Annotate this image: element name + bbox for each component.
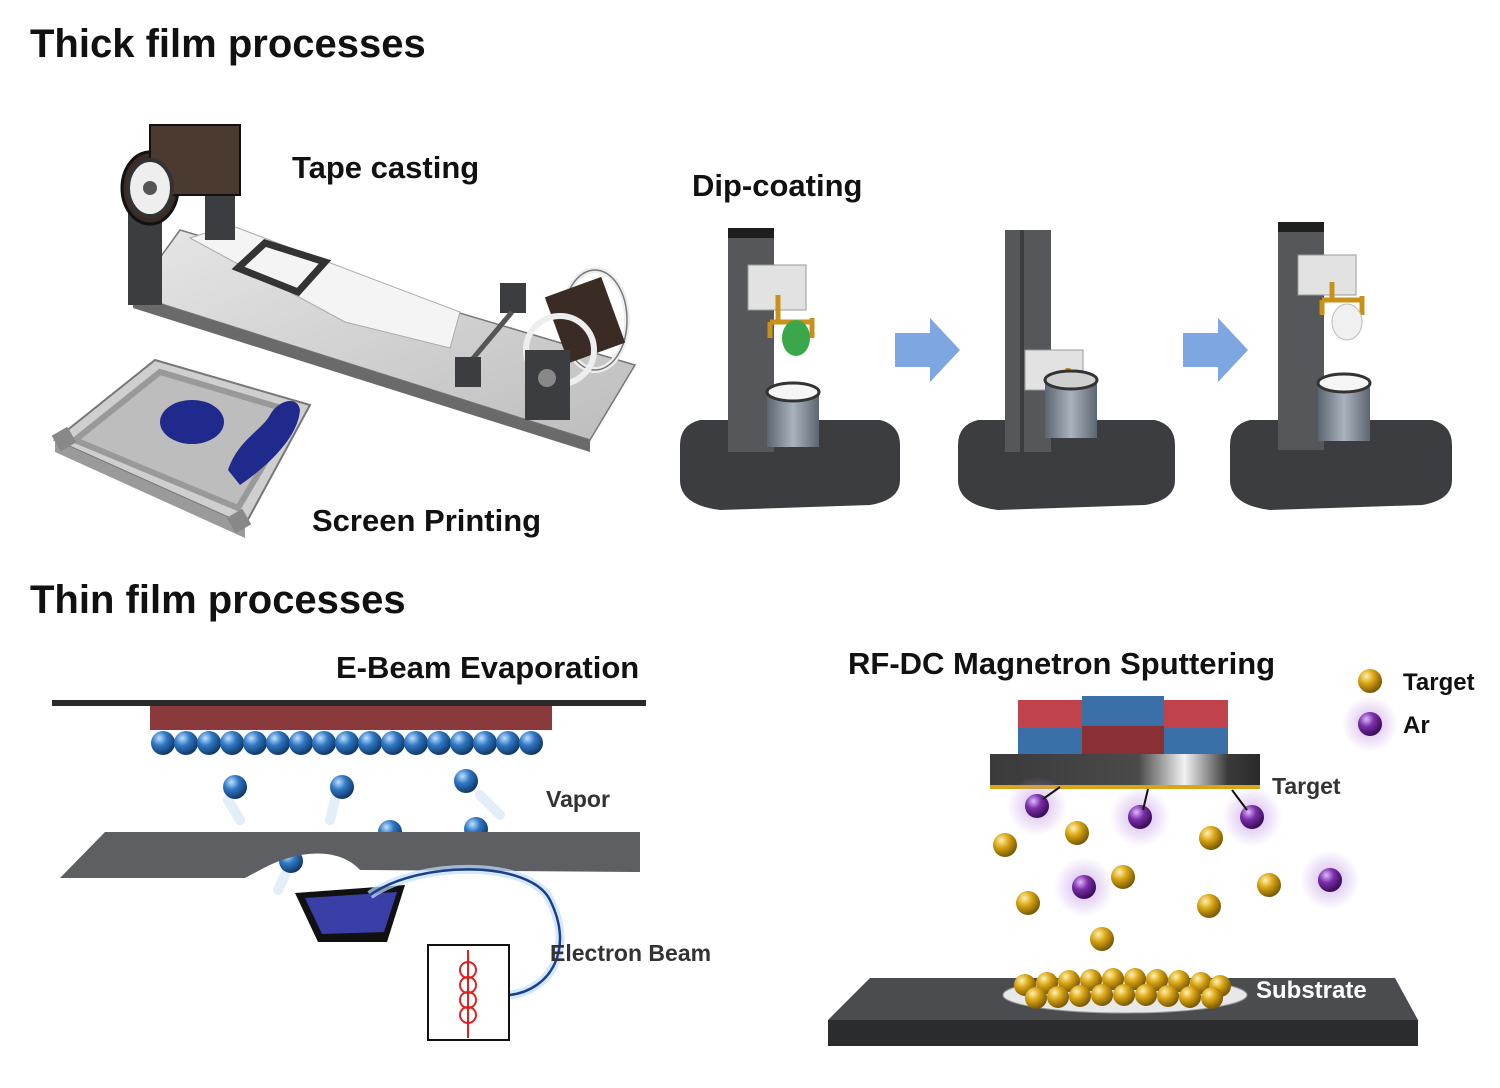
dip-coating-label: Dip-coating (692, 168, 863, 203)
stage-arrow-2 (1183, 318, 1248, 382)
dip-coater-stage-2 (958, 230, 1175, 510)
screen-printing-label: Screen Printing (312, 503, 542, 538)
stage-arrow-1 (895, 318, 960, 382)
coated-sample (1331, 303, 1363, 341)
sputtering-legend (1342, 669, 1398, 752)
deposited-particle-row (151, 731, 543, 755)
ion-arrows (1042, 786, 1248, 811)
dip-coater-stage-1 (680, 228, 900, 510)
target-pointer-label: Target (1272, 773, 1341, 799)
legend-target-marker (1358, 669, 1382, 693)
legend-ar-marker (1358, 712, 1382, 736)
substrate-holder (150, 706, 552, 730)
electron-beam-label: Electron Beam (550, 940, 712, 966)
sputtering-diagram (828, 669, 1418, 1046)
electron-beam-path (369, 868, 562, 997)
sputtering-title: RF-DC Magnetron Sputtering (848, 646, 1276, 681)
printed-circle (160, 400, 224, 444)
screen-printing-frame (51, 358, 312, 538)
thick-film-heading: Thick film processes (30, 22, 426, 66)
ebeam-evaporation-diagram (52, 700, 646, 1041)
ebeam-title: E-Beam Evaporation (336, 650, 640, 685)
source-material (305, 892, 397, 934)
legend-ar-label: Ar (1403, 712, 1430, 739)
target-atoms (993, 821, 1281, 951)
green-sample (782, 320, 810, 356)
argon-ions (1007, 776, 1360, 917)
substrate-label: Substrate (1256, 977, 1367, 1004)
magnet-array (1018, 696, 1228, 754)
chamber-top-plate (52, 700, 646, 706)
tape-casting-label: Tape casting (292, 150, 480, 185)
deposited-film (1014, 968, 1231, 1009)
thin-film-heading: Thin film processes (30, 578, 406, 622)
shield-plate (60, 832, 640, 878)
printed-paste (228, 400, 300, 485)
dip-coater-stage-3 (1230, 222, 1452, 510)
legend-target-label: Target (1403, 669, 1475, 696)
tape-casting-machine (120, 124, 637, 452)
vapor-label: Vapor (546, 786, 610, 812)
